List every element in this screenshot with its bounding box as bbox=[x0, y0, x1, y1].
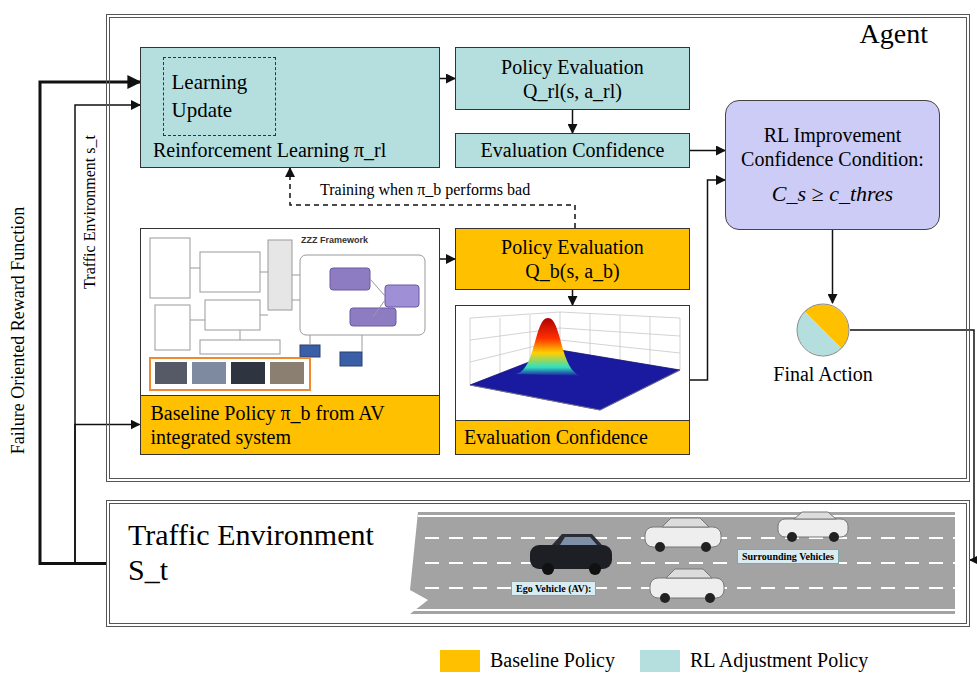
baseline-policy-box: Baseline Policy π_b from AV integrated s… bbox=[140, 395, 440, 455]
learning-update-box: Learning Update bbox=[163, 57, 276, 136]
surrounding-vehicle bbox=[645, 518, 721, 552]
confidence-plot bbox=[470, 312, 680, 410]
node-title: Traffic Environment S_t bbox=[128, 518, 378, 587]
legend-swatch bbox=[640, 650, 680, 672]
figure-photo bbox=[155, 362, 187, 384]
node-title: Reinforcement Learning π_rl bbox=[153, 139, 386, 162]
final-action-circle: Final Action bbox=[796, 303, 850, 357]
figure-block bbox=[200, 340, 280, 354]
process-box: Evaluation Confidence bbox=[455, 133, 690, 168]
connector-arrow bbox=[832, 230, 834, 303]
connector-arrow bbox=[40, 82, 140, 564]
connector-arrow bbox=[690, 150, 725, 152]
circle-outline bbox=[797, 304, 849, 356]
plot-peak bbox=[515, 318, 582, 376]
road bbox=[410, 512, 955, 614]
node-formula: C_s ≥ c_thres bbox=[772, 181, 893, 207]
process-box: Policy Evaluation Q_rl(s, a_rl) bbox=[455, 47, 690, 110]
figure-block bbox=[150, 238, 190, 298]
plot-axis bbox=[470, 370, 680, 410]
figure-block bbox=[340, 352, 362, 366]
figure-block bbox=[385, 285, 419, 307]
connector-arrow bbox=[440, 258, 455, 260]
connector-arrow bbox=[440, 78, 455, 80]
figure-block bbox=[205, 300, 260, 330]
node-title: Baseline Policy π_b from AV integrated s… bbox=[151, 401, 421, 449]
scene-label: Surrounding Vehicles bbox=[737, 549, 839, 564]
rl-policy-box: Learning UpdateReinforcement Learning π_… bbox=[140, 47, 440, 168]
final-action-circle-shape bbox=[796, 303, 850, 357]
legend-text: RL Adjustment Policy bbox=[690, 649, 868, 672]
condition-box: RL Improvement Confidence Condition: C_s … bbox=[725, 100, 940, 230]
figure-photo bbox=[192, 362, 226, 384]
road-scene bbox=[410, 512, 955, 614]
scene-label: Ego Vehicle (AV): bbox=[511, 581, 596, 596]
node-title: Policy Evaluation Q_b(s, a_b) bbox=[488, 235, 658, 283]
surrounding-vehicle bbox=[650, 569, 724, 603]
connector-arrow bbox=[290, 168, 575, 228]
node-title: Evaluation Confidence bbox=[456, 420, 689, 454]
framework-panel: Baseline Policy π_b from AV integrated s… bbox=[140, 228, 440, 455]
framework-figure bbox=[150, 238, 425, 390]
legend-text: Baseline Policy bbox=[490, 649, 615, 672]
connector-arrow bbox=[572, 110, 574, 133]
figure-block bbox=[300, 255, 425, 335]
environment-frame: Traffic Environment S_t bbox=[106, 500, 970, 627]
road-edge bbox=[414, 516, 955, 610]
figure-photo bbox=[270, 362, 304, 384]
connector-arrow bbox=[690, 180, 725, 380]
agent-frame: Learning UpdateReinforcement Learning π_… bbox=[106, 14, 970, 482]
figure-wires bbox=[190, 268, 385, 352]
figure-block bbox=[150, 358, 310, 390]
node-title: Evaluation Confidence bbox=[481, 139, 665, 162]
edge-label: Training when π_b performs bad bbox=[318, 181, 532, 199]
figure-block bbox=[200, 252, 260, 292]
node-title: Policy Evaluation Q_rl(s, a_rl) bbox=[488, 55, 658, 103]
node-title: ZZZ Framework bbox=[301, 235, 368, 245]
legend-item: RL Adjustment Policy bbox=[640, 649, 868, 672]
figure-block bbox=[268, 240, 292, 310]
legend-item: Baseline Policy bbox=[440, 649, 615, 672]
confidence-plot-panel: Evaluation Confidence bbox=[455, 305, 690, 455]
process-box: Policy Evaluation Q_b(s, a_b) bbox=[455, 228, 690, 290]
node-title: Final Action bbox=[773, 363, 872, 386]
node-title: Agent bbox=[860, 18, 928, 50]
figure-photo bbox=[231, 362, 265, 384]
edge-label: Failure Oriented Reward Function bbox=[8, 204, 29, 455]
node-title: RL Improvement Confidence Condition: bbox=[730, 123, 935, 171]
figure-block bbox=[155, 305, 190, 350]
rl-half bbox=[797, 312, 841, 356]
figure-block bbox=[330, 268, 370, 290]
ego-vehicle bbox=[530, 534, 612, 575]
node-title: Learning Update bbox=[168, 68, 271, 125]
connector-arrow bbox=[572, 290, 574, 305]
plot-plane bbox=[470, 350, 680, 410]
edge-label: Traffic Environment s_t bbox=[81, 133, 99, 291]
figure-block bbox=[300, 345, 320, 357]
surrounding-vehicle bbox=[778, 512, 848, 542]
legend-swatch bbox=[440, 650, 480, 672]
